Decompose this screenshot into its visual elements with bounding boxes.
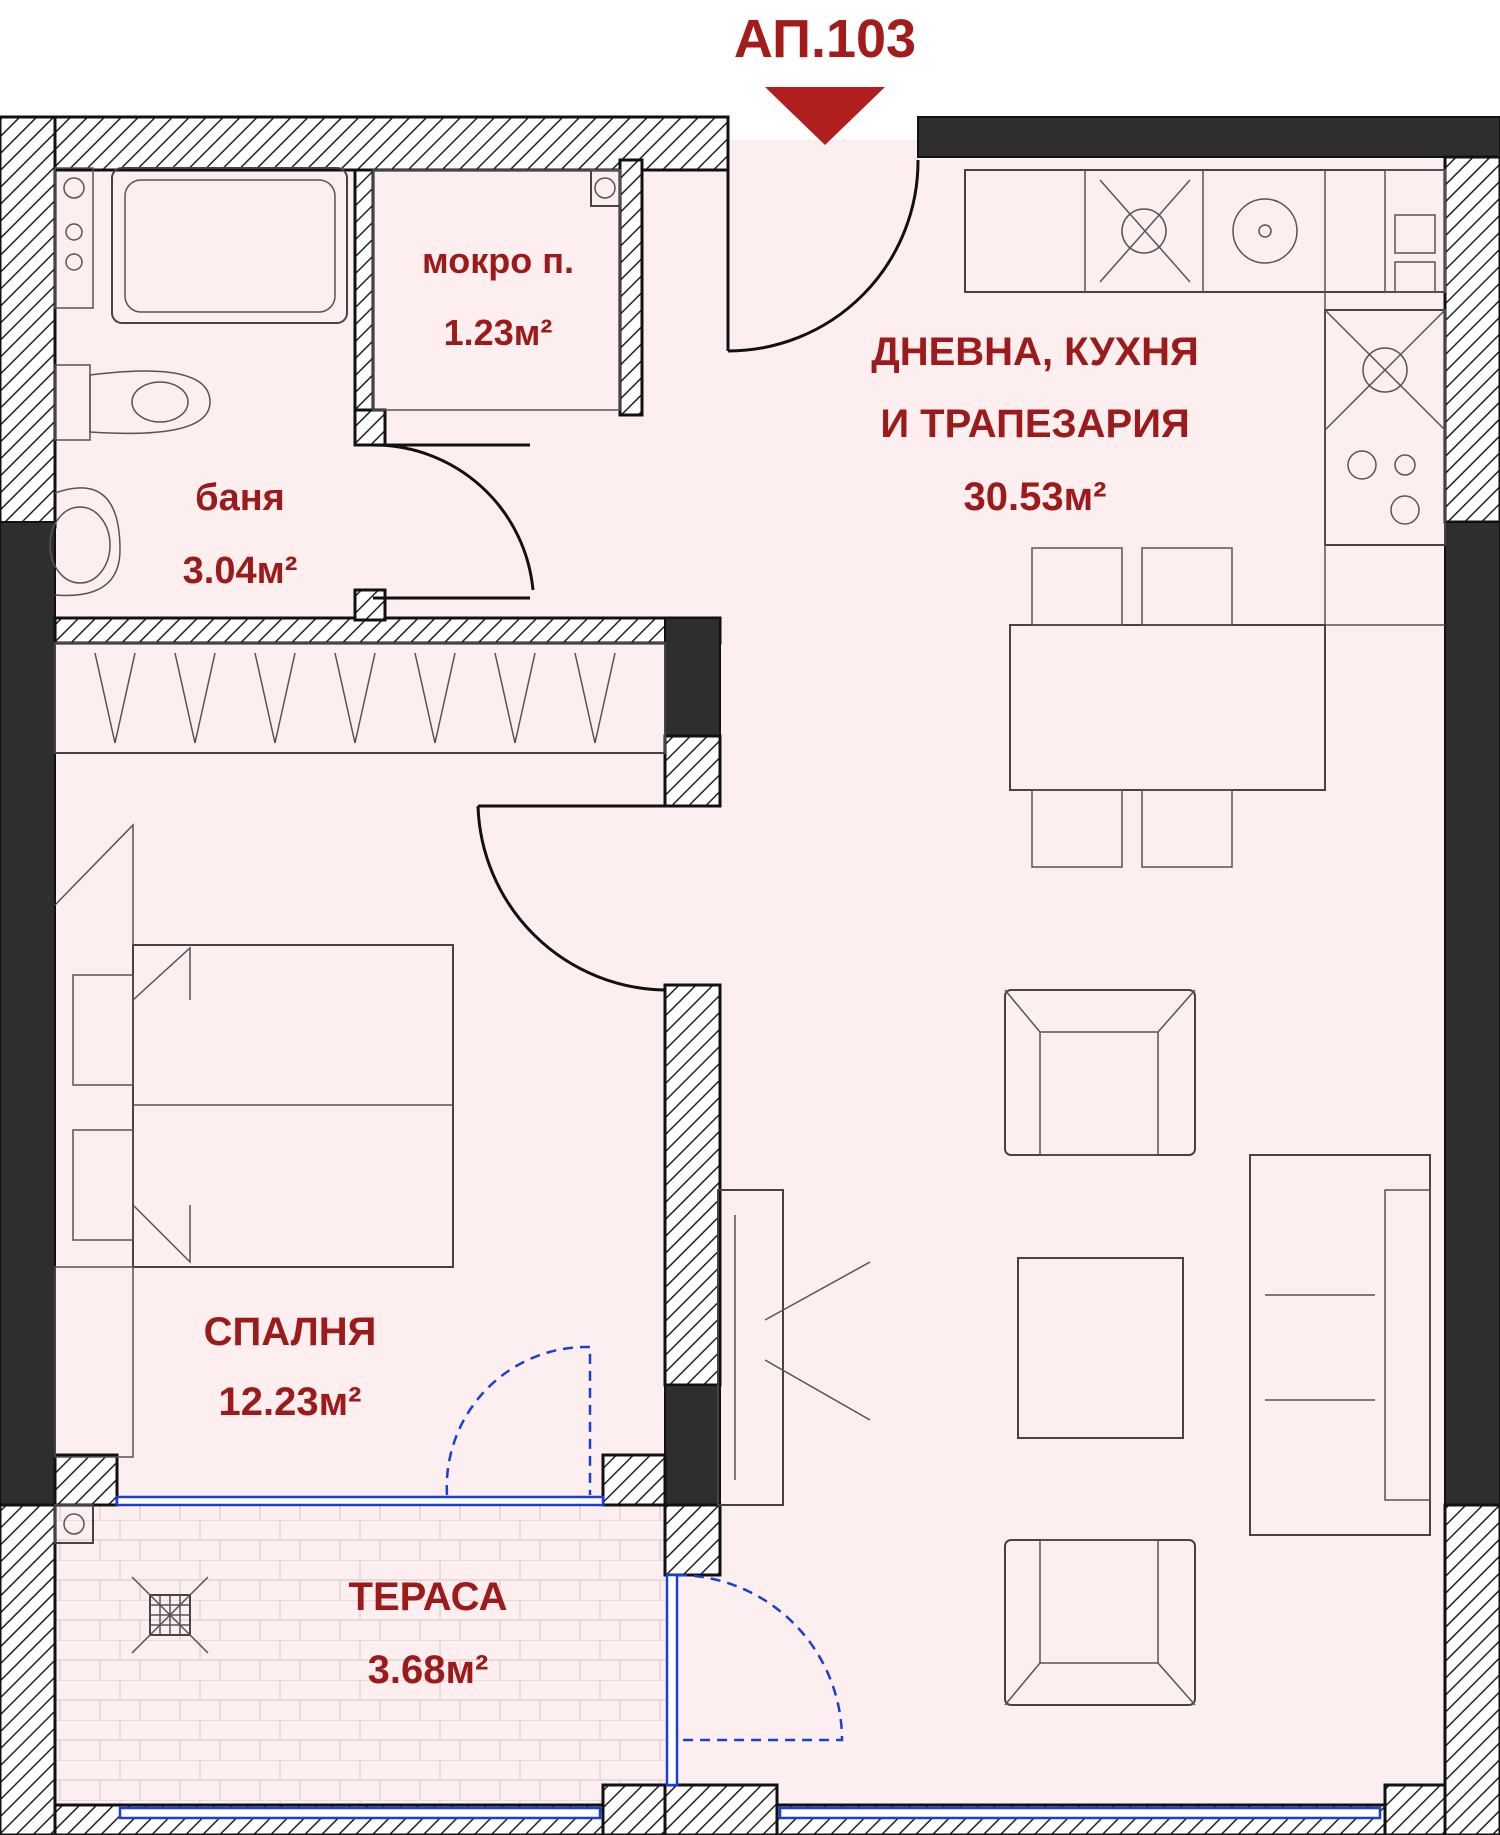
terrace-details bbox=[54, 1504, 209, 1654]
room-labels: мокро п. 1.23м² баня 3.04м² ДНЕВНА, КУХН… bbox=[183, 240, 1199, 1692]
apartment-title: АП.103 bbox=[734, 9, 916, 69]
terrace-name: ТЕРАСА bbox=[349, 1575, 508, 1619]
laundry-fixture bbox=[372, 169, 621, 411]
living-name-line2: И ТРАПЕЗАРИЯ bbox=[880, 402, 1189, 446]
bedroom-furniture bbox=[54, 823, 454, 1458]
entrance-marker bbox=[765, 87, 885, 145]
terrace-area: 3.68м² bbox=[368, 1648, 489, 1692]
windows bbox=[115, 1495, 1382, 1820]
doors bbox=[372, 159, 920, 1742]
terrace-floor-tiles bbox=[55, 1505, 665, 1810]
bedroom-area: 12.23м² bbox=[218, 1380, 361, 1424]
bathroom-name: баня bbox=[195, 477, 285, 519]
dining-set bbox=[1009, 547, 1326, 868]
bedroom-name: СПАЛНЯ bbox=[204, 1310, 377, 1354]
laundry-name: мокро п. bbox=[422, 240, 574, 281]
living-name-line1: ДНЕВНА, КУХНЯ bbox=[871, 330, 1199, 374]
bathroom-fixtures bbox=[49, 167, 348, 597]
living-furniture bbox=[717, 989, 1431, 1706]
laundry-area: 1.23м² bbox=[444, 312, 553, 353]
walls bbox=[0, 115, 1500, 1835]
bathroom-area: 3.04м² bbox=[183, 550, 298, 592]
living-area: 30.53м² bbox=[963, 475, 1106, 519]
wardrobe bbox=[54, 642, 666, 754]
kitchen bbox=[964, 169, 1446, 626]
